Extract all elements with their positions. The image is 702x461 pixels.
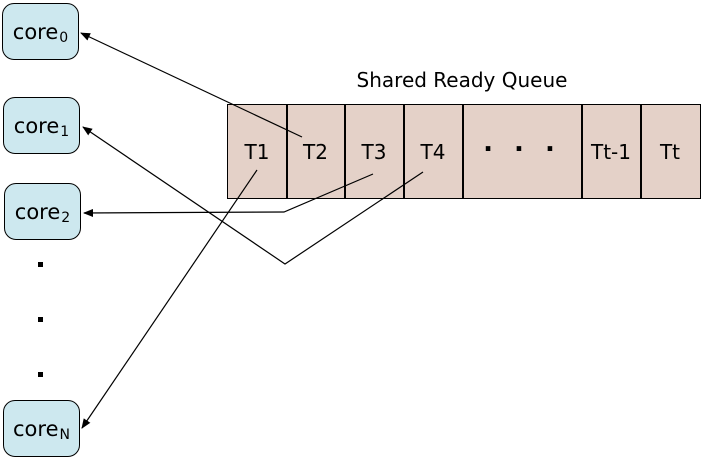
queue-cell-t4: T4 [420,139,446,164]
cell-divider [462,105,464,198]
queue-cell-tt-1: Tt-1 [591,139,631,164]
queue-title: Shared Ready Queue [356,68,568,92]
arrow-t2-to-core0 [80,32,303,138]
core-1-subscript: 1 [60,123,70,140]
queue-cell-tt: Tt [659,139,681,164]
arrow-t4-to-core1 [82,126,424,265]
core-2-label: core [14,199,61,224]
cell-divider [344,105,346,198]
shared-ready-queue: T1 T2 T3 T4 . . . Tt-1 Tt [227,104,701,199]
queue-cell-t2: T2 [303,139,328,164]
core-n-label: core [13,416,59,441]
core-0-label: core [12,19,59,44]
ellipsis-dot [38,372,43,377]
cell-divider [640,105,642,198]
cell-divider [403,105,405,198]
arrow-t1-to-coren [81,169,258,429]
core-n-subscript: N [59,426,70,443]
arrow-t3-to-core2 [83,173,374,217]
core-0-subscript: 0 [59,29,69,46]
ellipsis-dot [38,317,43,322]
core-2-subscript: 2 [61,209,71,226]
cell-divider [286,105,288,198]
core-1-label: core [13,113,60,138]
queue-cell-ellipsis: . . . [483,127,561,158]
ellipsis-dot [38,262,43,267]
queue-cell-t3: T3 [361,139,387,164]
cell-divider [581,105,583,198]
queue-cell-t1: T1 [244,139,270,164]
